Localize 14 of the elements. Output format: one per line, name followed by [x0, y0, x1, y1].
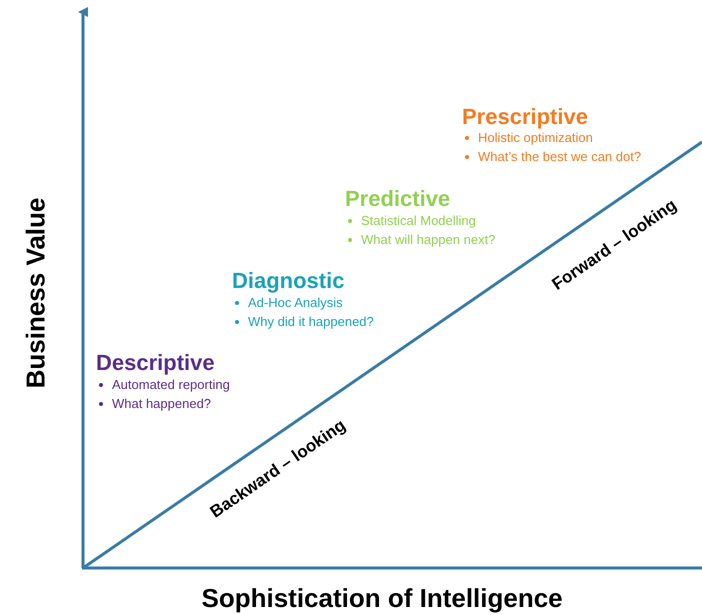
bullet-text: Statistical Modelling: [345, 214, 476, 227]
bullet-text: What’s the best we can dot?: [462, 150, 642, 163]
bullet-text: What will happen next?: [345, 233, 496, 246]
stage-heading: Descriptive: [96, 352, 215, 374]
bullet-text: Why did it happened?: [232, 315, 374, 328]
bullet-text: Automated reporting: [96, 378, 230, 391]
bullet-text: What happened?: [96, 397, 212, 410]
axis-title: Business Value: [22, 198, 48, 388]
bullet-text: Ad-Hoc Analysis: [232, 296, 343, 309]
stage-heading: Diagnostic: [232, 270, 344, 292]
stage-heading: Predictive: [345, 188, 450, 210]
axis-title: Sophistication of Intelligence: [202, 585, 563, 611]
stage-heading: Prescriptive: [462, 106, 588, 128]
bullet-text: Holistic optimization: [462, 131, 593, 144]
